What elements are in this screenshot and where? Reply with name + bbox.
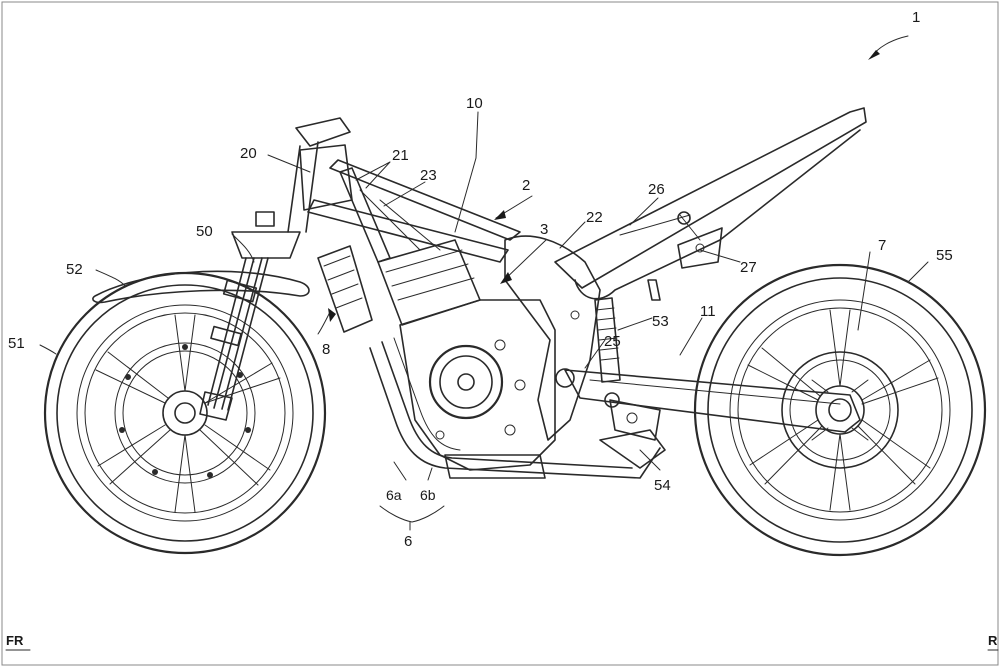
front-wheel xyxy=(43,271,327,555)
label-54: 54 xyxy=(654,477,671,494)
label-6a: 6a xyxy=(386,487,402,503)
leader-lines xyxy=(39,35,929,531)
label-6b: 6b xyxy=(420,487,436,503)
label-11: 11 xyxy=(700,303,716,320)
label-26: 26 xyxy=(648,181,665,198)
label-25: 25 xyxy=(604,333,621,350)
label-50: 50 xyxy=(196,223,213,240)
label-3: 3 xyxy=(540,221,548,238)
label-8: 8 xyxy=(322,341,330,358)
label-53: 53 xyxy=(652,313,669,330)
label-6: 6 xyxy=(404,533,412,550)
label-55: 55 xyxy=(936,247,953,264)
label-20: 20 xyxy=(240,145,257,162)
label-21: 21 xyxy=(392,147,409,164)
label-10: 10 xyxy=(466,95,483,112)
front-fender xyxy=(92,270,310,304)
label-22: 22 xyxy=(586,209,603,226)
rear-wheel xyxy=(693,263,987,557)
engine xyxy=(317,239,556,479)
label-2: 2 xyxy=(522,177,530,194)
label-1: 1 xyxy=(912,9,920,26)
label-51: 51 xyxy=(8,335,25,352)
label-52: 52 xyxy=(66,261,83,278)
label-23: 23 xyxy=(420,167,437,184)
corner-fr: FR xyxy=(6,633,24,648)
leader-arrows xyxy=(328,50,880,322)
corner-r: R xyxy=(988,633,998,648)
label-27: 27 xyxy=(740,259,757,276)
rear-shock xyxy=(594,297,621,408)
front-fork xyxy=(199,117,351,421)
exhaust xyxy=(369,337,666,479)
swing-arm xyxy=(564,369,861,441)
label-7: 7 xyxy=(878,237,886,254)
seat-rail xyxy=(554,107,867,301)
